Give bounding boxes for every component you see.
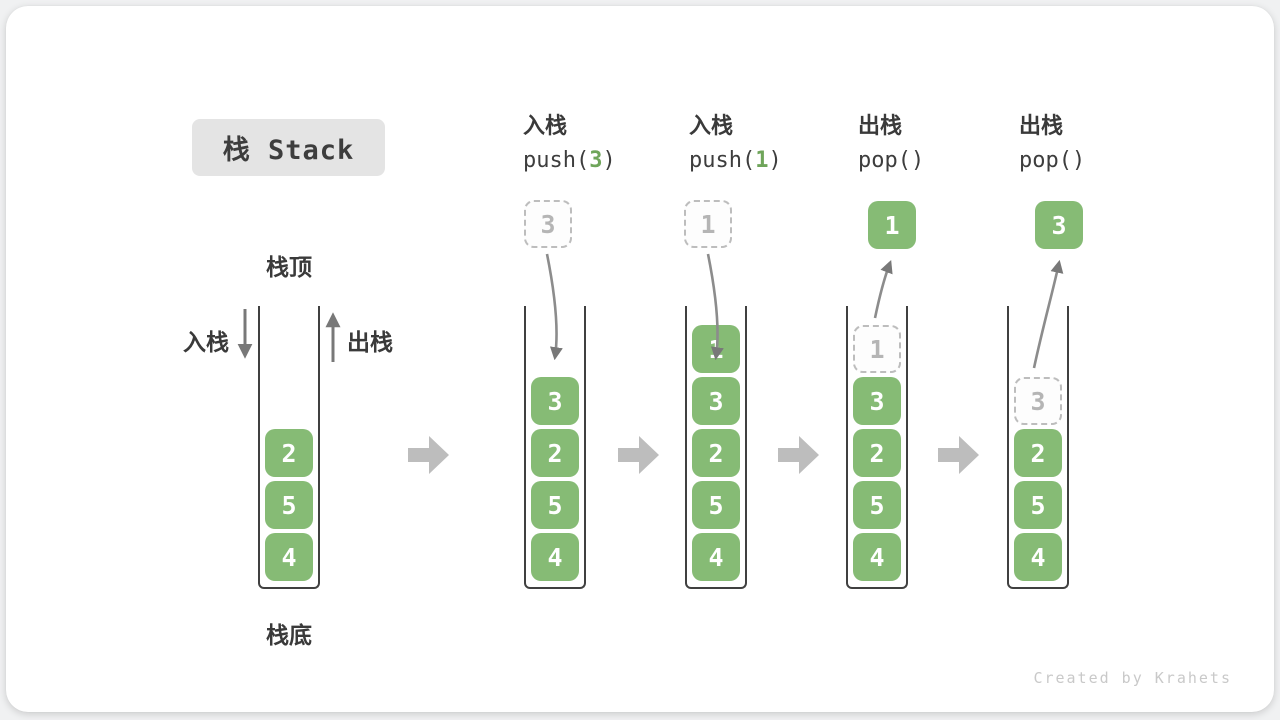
flow-arrow [778, 436, 819, 474]
stack-cell: 2 [853, 429, 901, 477]
stack-cell: 2 [1014, 429, 1062, 477]
code-arg: 3 [589, 148, 603, 173]
op-header-push-1: 入栈 push(1) [689, 112, 849, 175]
op-code: push(1) [689, 147, 849, 175]
code-suffix: ) [768, 148, 782, 173]
stack-cell: 5 [853, 481, 901, 529]
stack-cell: 5 [692, 481, 740, 529]
title-badge: 栈 Stack [192, 119, 385, 176]
popped-value-box: 1 [868, 201, 916, 249]
op-label: 入栈 [689, 113, 734, 138]
flow-arrow [938, 436, 979, 474]
stack-bottom-label: 栈底 [266, 622, 312, 648]
stack-cell: 5 [1014, 481, 1062, 529]
flow-arrow [618, 436, 659, 474]
op-code: pop() [858, 148, 925, 173]
stack-cell: 1 [692, 325, 740, 373]
op-label: 出栈 [858, 113, 903, 138]
popped-value-box: 3 [1035, 201, 1083, 249]
watermark: Created by Krahets [1033, 669, 1232, 687]
op-code: pop() [1019, 148, 1086, 173]
stack-cell: 2 [692, 429, 740, 477]
pop-side-label: 出栈 [347, 329, 393, 355]
op-code: push(3) [523, 147, 683, 175]
code-arg: 1 [755, 148, 769, 173]
title-text: 栈 Stack [222, 135, 355, 166]
code-prefix: push( [523, 148, 590, 173]
stack-cell: 4 [1014, 533, 1062, 581]
ghost-cell: 1 [853, 325, 901, 373]
op-header-pop-2: 出栈 pop() [1019, 112, 1179, 175]
diagram-card: 栈 Stack 入栈 push(3) 入栈 push(1) 出栈 pop() 出… [6, 6, 1274, 712]
stack-cell: 5 [531, 481, 579, 529]
incoming-value-box: 3 [524, 200, 572, 248]
incoming-value-box: 1 [684, 200, 732, 248]
code-suffix: ) [602, 148, 616, 173]
op-label: 入栈 [523, 113, 568, 138]
flow-arrow [408, 436, 449, 474]
code-prefix: push( [689, 148, 756, 173]
stack-top-label: 栈顶 [266, 254, 312, 280]
op-header-pop-1: 出栈 pop() [858, 112, 1018, 175]
stack-cell: 4 [692, 533, 740, 581]
stack-cell: 2 [531, 429, 579, 477]
stack-cell: 4 [531, 533, 579, 581]
op-label: 出栈 [1019, 113, 1064, 138]
stack-cell: 4 [853, 533, 901, 581]
stack-cell: 3 [853, 377, 901, 425]
stack-cell: 4 [265, 533, 313, 581]
stack-cell: 2 [265, 429, 313, 477]
stack-cell: 5 [265, 481, 313, 529]
stack-cell: 3 [531, 377, 579, 425]
ghost-cell: 3 [1014, 377, 1062, 425]
stack-cell: 3 [692, 377, 740, 425]
push-side-label: 入栈 [183, 329, 229, 355]
op-header-push-3: 入栈 push(3) [523, 112, 683, 175]
